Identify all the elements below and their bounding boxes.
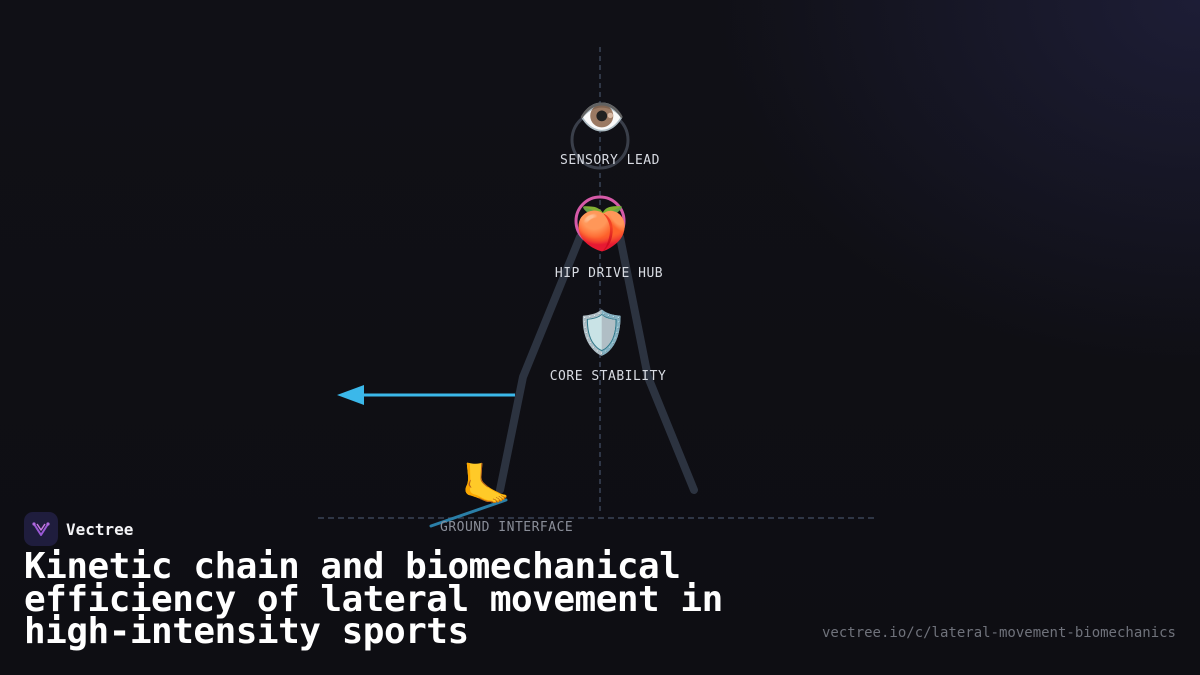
ground-contact-line — [429, 498, 508, 528]
direction-arrow-head — [337, 385, 364, 405]
left-leg — [496, 233, 584, 494]
brand-name: Vectree — [66, 519, 134, 539]
foot-icon: 🦶 — [461, 462, 511, 508]
head-ring — [570, 110, 630, 170]
node-label-hip-drive-hub: HIP DRIVE HUB — [554, 266, 664, 281]
node-label-core-stability: CORE STABILITY — [549, 369, 667, 384]
page-title: Kinetic chain and biomechanical efficien… — [24, 546, 723, 652]
peach-icon: 🍑 — [575, 204, 629, 253]
ground-interface-label: GROUND INTERFACE — [440, 520, 574, 535]
source-url: vectree.io/c/lateral-movement-biomechani… — [821, 625, 1176, 641]
eye-icon: 👁️ — [578, 95, 626, 139]
right-leg — [616, 233, 698, 494]
shield-icon: 🛡️ — [575, 308, 629, 357]
vectree-logo-icon — [24, 512, 58, 546]
node-label-sensory-lead: SENSORY LEAD — [560, 153, 660, 168]
hip-ring — [574, 195, 626, 247]
brand: Vectree — [24, 512, 133, 546]
